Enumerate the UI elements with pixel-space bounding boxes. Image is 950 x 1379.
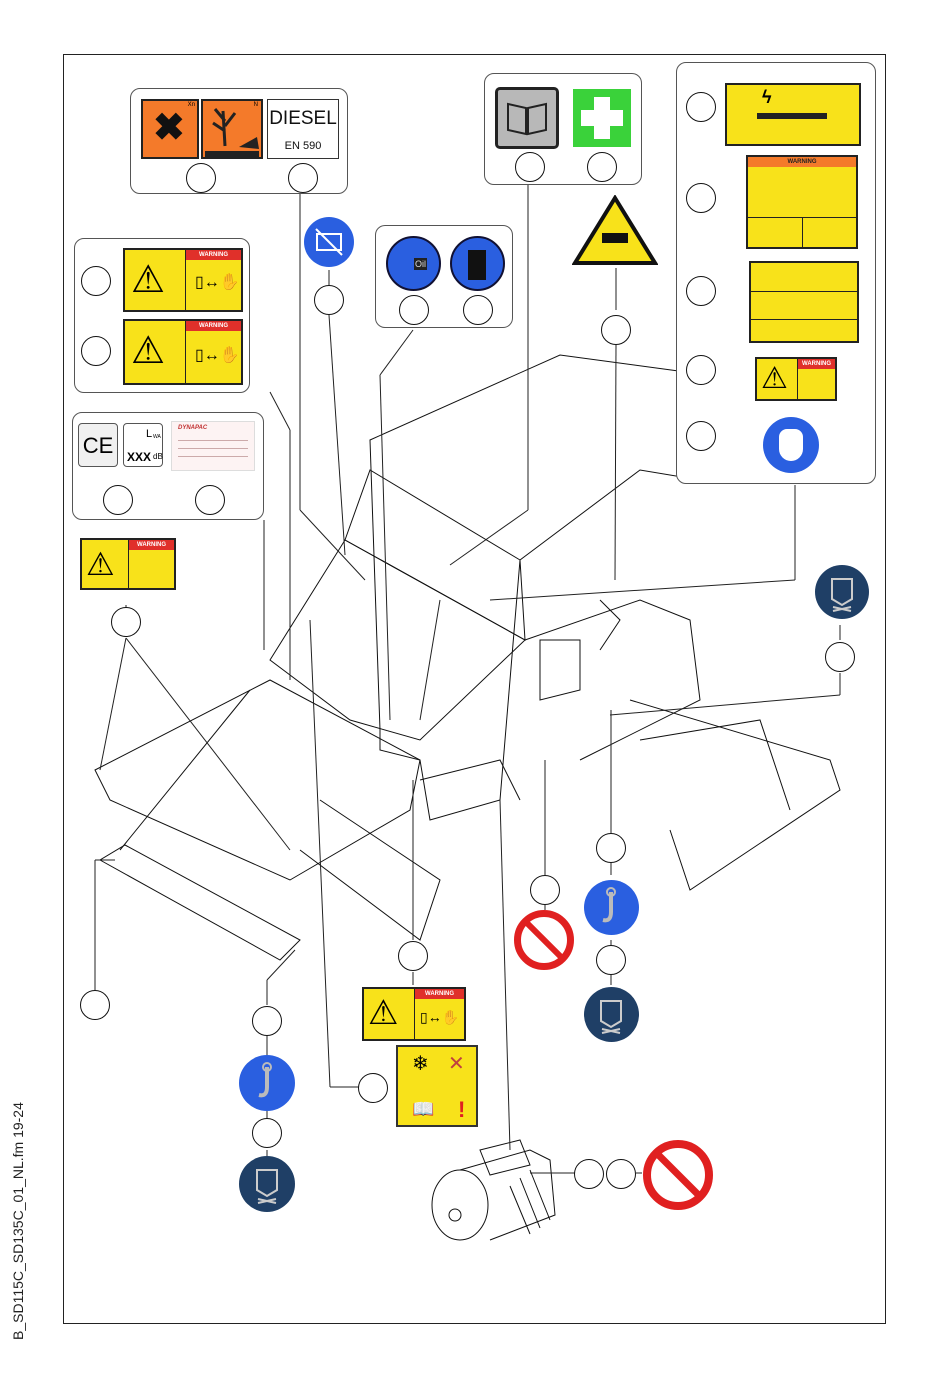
callout-circle — [686, 92, 716, 122]
safety-label-panel: ϟ WARNING ⚠ WARNING — [676, 62, 876, 484]
noise-db: dB — [153, 452, 163, 461]
environment-hazard-icon: N — [201, 99, 263, 159]
callout-circle — [686, 183, 716, 213]
rotating-parts-warning-label: ⚠ WARNING ▯↔✋ — [362, 987, 466, 1041]
pinch-warning-panel: ⚠ WARNING ▯↔✋ ⚠ WARNING ▯↔✋ — [74, 238, 250, 393]
diesel-label: DIESEL EN 590 — [267, 99, 339, 159]
no-pressure-washer-icon — [643, 1140, 713, 1210]
engine-oil-icon: Oil — [386, 236, 441, 291]
warning-header: WARNING — [748, 157, 856, 167]
noise-sub: WA — [153, 434, 161, 440]
hand-crush-warning-icon — [572, 195, 658, 267]
rotating-parts-warning-label: ⚠ WARNING ▯↔✋ — [123, 319, 243, 385]
no-pressure-washer-icon — [514, 910, 574, 970]
noise-unit: L — [146, 428, 152, 440]
callout-circle — [81, 336, 111, 366]
callout-circle — [111, 607, 141, 637]
warning-header: WARNING — [186, 250, 241, 260]
ce-mark-text: CE — [83, 433, 114, 458]
callout-circle — [80, 990, 110, 1020]
callout-circle — [398, 941, 428, 971]
warning-header: WARNING — [186, 321, 241, 331]
callout-circle — [574, 1159, 604, 1189]
manual-icon — [495, 87, 559, 149]
warning-header: WARNING — [129, 540, 174, 550]
crane-hook-icon — [584, 880, 639, 935]
manual-firstaid-panel — [484, 73, 642, 185]
callout-circle — [825, 642, 855, 672]
callout-circle — [288, 163, 318, 193]
frost-protection-label: ❄ ✕ 📖 ! — [396, 1045, 478, 1127]
callout-circle — [358, 1073, 388, 1103]
callout-circle — [463, 295, 493, 325]
lashing-point-icon — [239, 1156, 295, 1212]
callout-circle — [596, 833, 626, 863]
warning-manual-label: ⚠ WARNING — [755, 357, 837, 401]
callout-circle — [596, 945, 626, 975]
warning-operation-label: WARNING — [746, 155, 858, 249]
fuel-pump-icon — [450, 236, 505, 291]
warning-header: WARNING — [798, 359, 835, 369]
fluids-panel: Oil — [375, 225, 513, 328]
fuel-label-panel: ✖ Xn N DIESEL EN 590 — [130, 88, 348, 194]
callout-circle — [601, 315, 631, 345]
entanglement-warning-label: ⚠ WARNING — [80, 538, 176, 590]
noise-value: XXX — [127, 450, 151, 464]
first-aid-icon — [573, 89, 631, 147]
callout-circle — [515, 152, 545, 182]
callout-circle — [399, 295, 429, 325]
callout-circle — [81, 266, 111, 296]
machine-plate: DYNAPAC — [171, 421, 255, 471]
hazard-code-n: N — [254, 102, 258, 108]
callout-circle — [686, 355, 716, 385]
callout-circle — [587, 152, 617, 182]
brand-plate-text: DYNAPAC — [178, 425, 207, 431]
identification-panel: CE L WA XXX dB DYNAPAC — [72, 412, 264, 520]
callout-circle — [186, 163, 216, 193]
diesel-norm: EN 590 — [268, 140, 338, 152]
ce-mark: CE — [78, 423, 118, 467]
warning-header: WARNING — [415, 989, 464, 999]
hazard-code-xn: Xn — [188, 102, 195, 108]
callout-circle — [252, 1118, 282, 1148]
callout-circle — [606, 1159, 636, 1189]
callout-circle — [195, 485, 225, 515]
lashing-point-icon — [815, 565, 869, 619]
callout-circle — [530, 875, 560, 905]
callout-circle — [252, 1006, 282, 1036]
crane-hook-icon — [239, 1055, 295, 1111]
callout-circle — [686, 276, 716, 306]
oil-text: Oil — [414, 258, 427, 270]
harmful-substance-icon: ✖ Xn — [141, 99, 199, 159]
lashing-point-icon — [584, 987, 639, 1042]
ear-protection-icon — [763, 417, 819, 473]
callout-circle — [103, 485, 133, 515]
callout-circle — [686, 421, 716, 451]
diesel-text: DIESEL — [268, 108, 338, 130]
hand-crush-warning-label: ⚠ WARNING ▯↔✋ — [123, 248, 243, 312]
maintenance-label — [749, 261, 859, 343]
operator-safety-label: ϟ — [725, 83, 861, 146]
battery-disconnect-icon — [304, 217, 354, 267]
callout-circle — [314, 285, 344, 315]
noise-level-label: L WA XXX dB — [123, 423, 163, 467]
